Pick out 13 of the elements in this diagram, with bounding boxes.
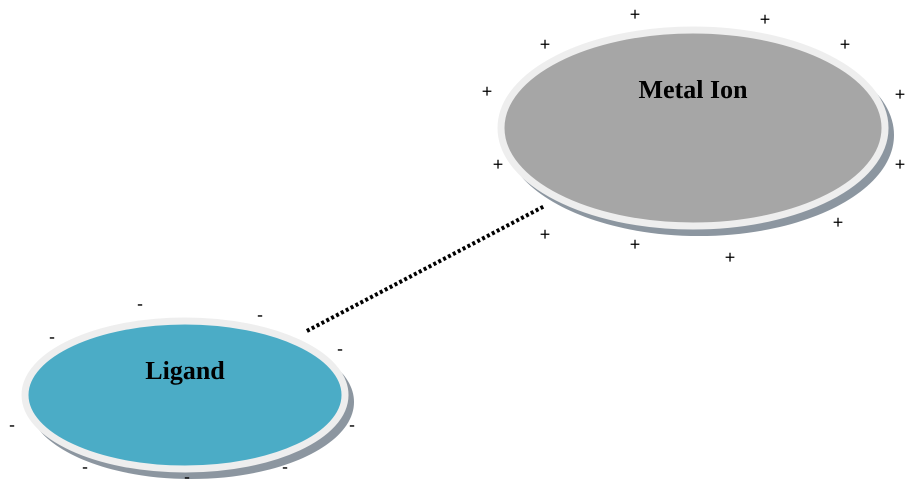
charge-sign: + — [726, 252, 734, 262]
charge-sign: + — [540, 40, 550, 49]
charge-sign: - — [184, 477, 190, 479]
charge-sign: - — [282, 467, 288, 469]
connector-line — [306, 204, 544, 333]
charge-sign: - — [82, 467, 88, 469]
charge-sign: + — [834, 218, 842, 227]
charge-sign: - — [350, 425, 354, 427]
charge-sign: - — [138, 304, 142, 306]
charge-sign: - — [50, 337, 54, 339]
charge-sign: - — [338, 349, 342, 351]
charge-sign: + — [840, 40, 850, 49]
charge-sign: + — [540, 230, 550, 239]
